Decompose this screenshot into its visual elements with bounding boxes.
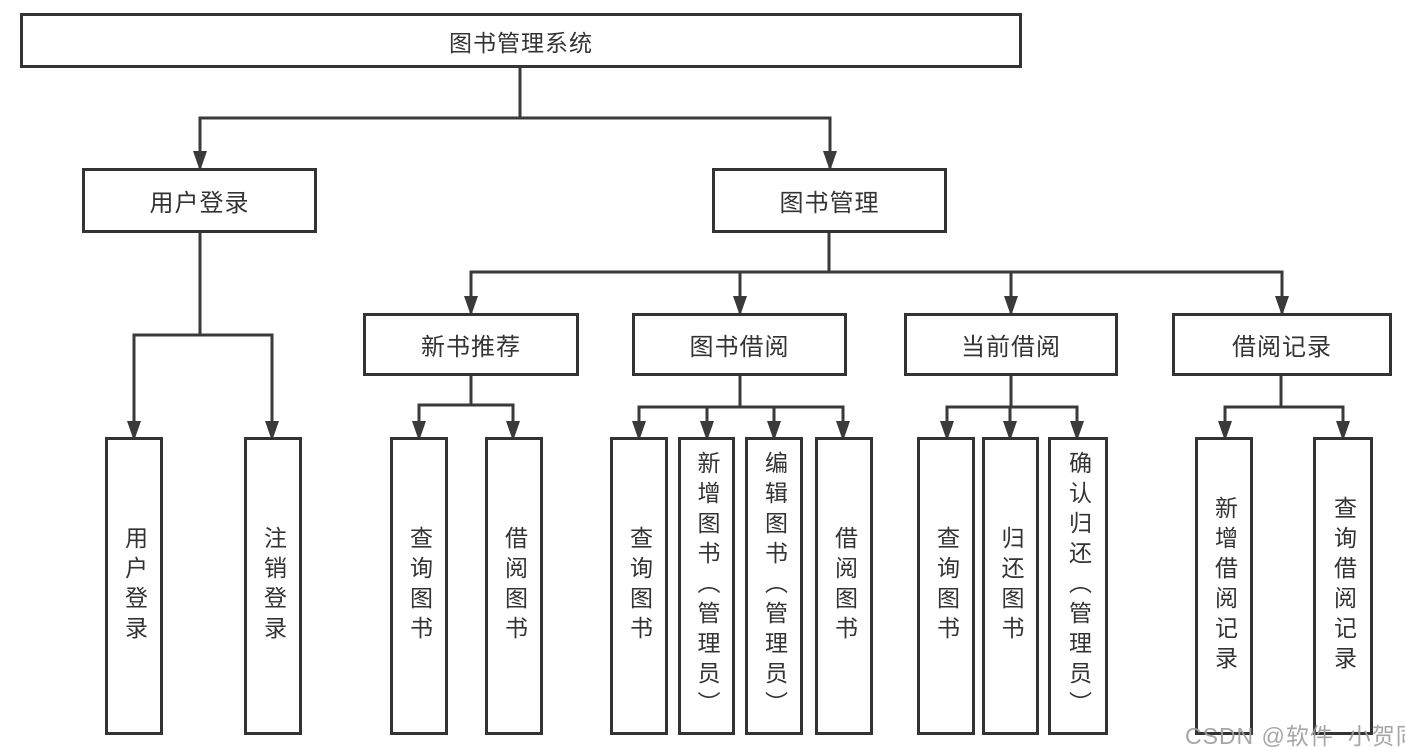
node-book-management: 图书管理 xyxy=(712,168,947,233)
node-label: 新书推荐 xyxy=(421,334,521,361)
node-borrow-records: 借阅记录 xyxy=(1172,313,1392,376)
node-label: 图书管理系统 xyxy=(449,29,593,56)
node-label: 借阅图书 xyxy=(831,526,858,646)
leaf-add-book-admin: 新增图书（管理员） xyxy=(678,437,735,735)
node-label: 当前借阅 xyxy=(961,334,1061,361)
leaf-query-books-borrow: 查询图书 xyxy=(610,437,668,735)
node-label: 归还图书 xyxy=(998,526,1024,646)
leaf-user-login: 用户登录 xyxy=(105,437,163,735)
node-label: 借阅记录 xyxy=(1232,334,1332,361)
node-label: 借阅图书 xyxy=(501,526,528,646)
node-label: 查询图书 xyxy=(406,526,433,646)
node-label: 注销登录 xyxy=(260,526,287,646)
node-user-login: 用户登录 xyxy=(82,168,317,233)
node-label: 用户登录 xyxy=(121,526,148,646)
leaf-edit-book-admin: 编辑图书（管理员） xyxy=(745,437,803,735)
csdn-watermark: CSDN @软件_小贺同学 xyxy=(1185,723,1405,747)
leaf-query-borrow-record: 查询借阅记录 xyxy=(1313,437,1373,735)
node-book-borrow: 图书借阅 xyxy=(632,313,847,376)
node-label: 新增图书（管理员） xyxy=(694,451,720,721)
leaf-add-borrow-record: 新增借阅记录 xyxy=(1195,437,1253,735)
node-current-borrow: 当前借阅 xyxy=(904,313,1118,376)
node-root-system: 图书管理系统 xyxy=(20,13,1022,68)
node-label: 查询图书 xyxy=(933,526,960,646)
node-label: 用户登录 xyxy=(149,190,250,217)
leaf-borrow-books-recommend: 借阅图书 xyxy=(485,437,543,735)
leaf-query-books-recommend: 查询图书 xyxy=(390,437,448,735)
node-label: 确认归还（管理员） xyxy=(1065,451,1092,721)
leaf-query-books-current: 查询图书 xyxy=(917,437,975,735)
node-label: 编辑图书（管理员） xyxy=(761,451,788,721)
node-label: 查询图书 xyxy=(626,526,653,646)
node-label: 新增借阅记录 xyxy=(1211,496,1238,676)
node-new-book-recommend: 新书推荐 xyxy=(363,313,579,376)
leaf-confirm-return-admin: 确认归还（管理员） xyxy=(1048,437,1108,735)
node-label: 查询借阅记录 xyxy=(1330,496,1357,676)
leaf-return-book: 归还图书 xyxy=(982,437,1039,735)
leaf-logout: 注销登录 xyxy=(244,437,302,735)
leaf-borrow-books-2: 借阅图书 xyxy=(815,437,873,735)
node-label: 图书管理 xyxy=(779,190,880,217)
node-label: 图书借阅 xyxy=(689,334,790,361)
